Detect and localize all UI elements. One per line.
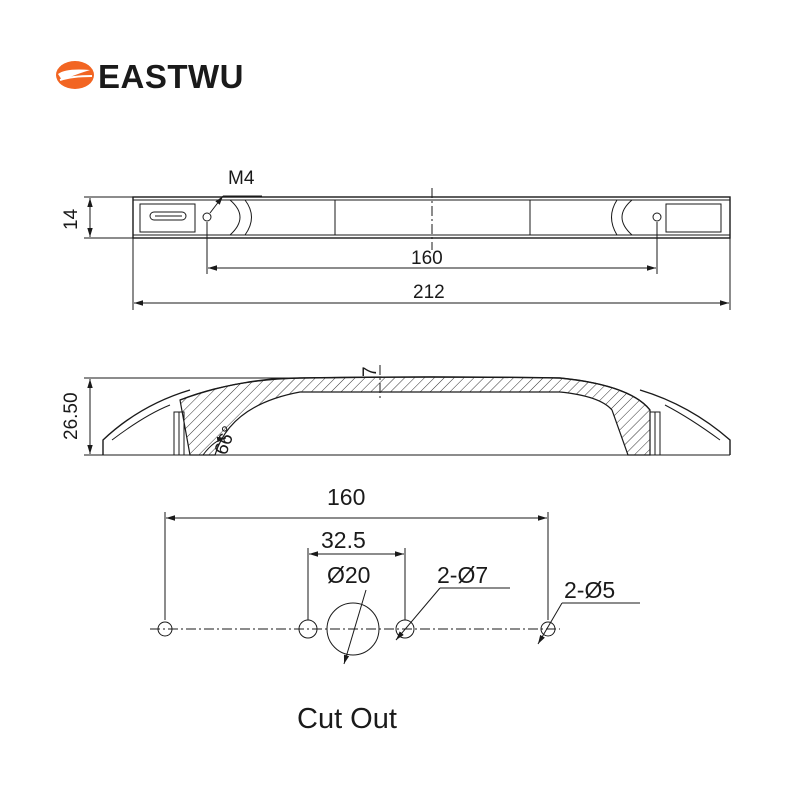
top-view: M4 14 160 212 [61,168,731,310]
end-hole-left [157,621,173,637]
slot-left [139,203,196,233]
hole-spacing-label-top: 160 [411,248,443,269]
end-hole-right [540,621,556,637]
mount-hole-right [652,212,662,222]
height-label-top: 14 [61,208,82,230]
brand-logo: EASTWU [56,58,244,95]
thickness-label: 7 [360,366,381,377]
thread-label: M4 [228,168,255,189]
center-hole-label: Ø20 [327,562,370,588]
overall-length-label: 212 [413,282,445,303]
brand-name: EASTWU [98,58,244,95]
center-offset-label: 32.5 [321,527,366,553]
height-label-side: 26.50 [61,392,82,440]
cut-out-caption: Cut Out [297,703,397,735]
end-holes-label: 2-Ø5 [564,577,615,603]
eastwu-swoosh-icon [56,61,94,89]
center-hole [326,602,380,656]
mid-holes-label: 2-Ø7 [437,562,488,588]
spacing-label-cutout: 160 [327,484,365,510]
slot-right [665,203,722,233]
cut-out-view: 160 32.5 Ø20 2-Ø7 2-Ø5 Cut Out [150,484,640,735]
hatched-section [179,376,651,456]
side-view: 26.50 7 66° [61,365,731,458]
mount-hole-left [202,212,212,222]
